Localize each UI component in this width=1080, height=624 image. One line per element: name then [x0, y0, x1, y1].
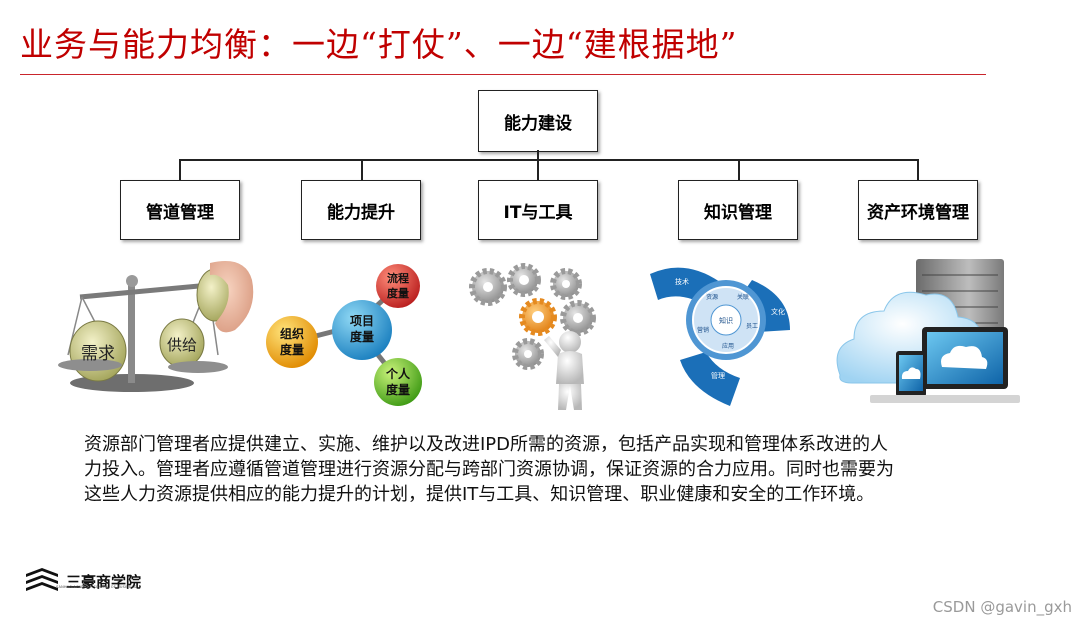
description-line: 力投入。管理者应遵循管道管理进行资源分配与跨部门资源协调，保证资源的合力应用。同… — [84, 459, 894, 480]
branch-label: 资产环境管理 — [867, 202, 969, 223]
knowledge-inner-relation: 关联 — [737, 293, 749, 301]
connector-branch-1 — [179, 159, 181, 180]
logo-name: 三豪商学院 — [66, 572, 142, 591]
metrics-molecule-illustration: 项目 度量 流程 度量 组织 度量 个人 度量 — [266, 264, 422, 406]
gears-figure-illustration — [469, 263, 596, 410]
metric-bottom-line1: 个人 — [385, 366, 411, 381]
logo-subtitle: SANHAO ACADEMY SCHOOL OF BUSINESS — [56, 585, 137, 589]
slide-title: 业务与能力均衡：一边“打仗”、一边“建根据地” — [20, 25, 738, 64]
branch-label: IT与工具 — [503, 202, 573, 223]
supply-label: 供给 — [167, 336, 197, 354]
demand-label: 需求 — [81, 344, 115, 364]
knowledge-inner-staff: 员工 — [746, 323, 758, 330]
metric-left-line2: 度量 — [280, 342, 304, 357]
knowledge-wheel-illustration: 技术 文化 管理 知识 资源 关联 员工 应用 营销 — [650, 267, 790, 406]
root-node: 能力建设 — [478, 90, 598, 152]
metric-left-line1: 组织 — [280, 326, 304, 341]
connector-horizontal — [179, 159, 918, 161]
knowledge-outer-mgmt: 管理 — [711, 371, 725, 380]
branch-node-capability: 能力提升 — [301, 180, 421, 240]
metric-center-line1: 项目 — [350, 314, 374, 328]
connector-root-down — [537, 150, 539, 160]
branch-node-assets: 资产环境管理 — [858, 180, 978, 240]
title-divider — [20, 74, 986, 75]
connector-branch-5 — [917, 159, 919, 180]
knowledge-core: 知识 — [719, 316, 733, 325]
logo-mark-icon — [26, 568, 58, 591]
brand-logo: 三豪商学院 SANHAO ACADEMY SCHOOL OF BUSINESS — [24, 566, 141, 596]
branch-label: 知识管理 — [704, 202, 772, 223]
metric-bottom-line2: 度量 — [386, 382, 410, 397]
knowledge-inner-resources: 资源 — [706, 293, 718, 301]
watermark-text: CSDN @gavin_gxh — [932, 598, 1072, 616]
root-node-label: 能力建设 — [504, 113, 572, 134]
connector-branch-4 — [738, 159, 740, 180]
knowledge-outer-tech: 技术 — [675, 277, 689, 286]
metric-top-line2: 度量 — [387, 286, 409, 300]
metric-top-line1: 流程 — [387, 271, 409, 285]
connector-branch-3 — [537, 159, 539, 180]
branch-label: 能力提升 — [327, 202, 395, 223]
branch-node-pipeline: 管道管理 — [120, 180, 240, 240]
branch-node-it-tools: IT与工具 — [478, 180, 598, 240]
balance-scale-illustration: 需求 供给 — [58, 261, 254, 392]
description-line: 资源部门管理者应提供建立、实施、维护以及改进IPD所需的资源，包括产品实现和管理… — [84, 434, 889, 455]
knowledge-outer-culture: 文化 — [771, 307, 785, 316]
description-paragraph: 资源部门管理者应提供建立、实施、维护以及改进IPD所需的资源，包括产品实现和管理… — [84, 432, 1034, 507]
branch-node-knowledge: 知识管理 — [678, 180, 798, 240]
knowledge-inner-application: 应用 — [722, 342, 734, 350]
metric-center-line2: 度量 — [350, 329, 374, 344]
connector-branch-2 — [361, 159, 363, 180]
cloud-server-illustration — [836, 259, 1020, 403]
description-line: 这些人力资源提供相应的能力提升的计划，提供IT与工具、知识管理、职业健康和安全的… — [84, 484, 875, 505]
branch-label: 管道管理 — [146, 202, 214, 223]
knowledge-inner-marketing: 营销 — [697, 326, 709, 334]
